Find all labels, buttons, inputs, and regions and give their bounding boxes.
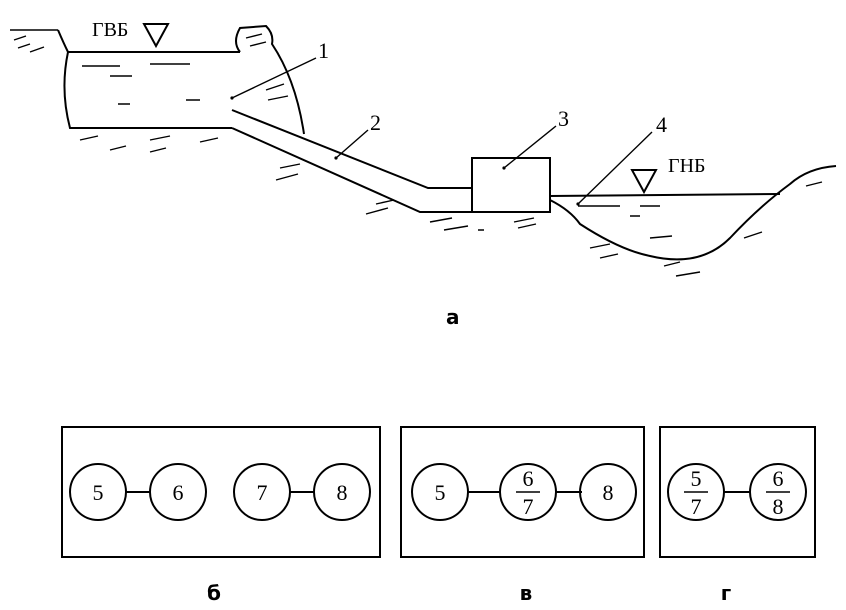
node-6-label: 6 [523, 466, 534, 491]
caption-a: а [446, 305, 460, 329]
node-6-label: 6 [773, 466, 784, 491]
powerhouse-building [471, 157, 551, 213]
left-bank-hatch [10, 29, 58, 53]
scheme-g: 5 7 6 8 г [659, 426, 816, 605]
node-7 [233, 463, 291, 521]
node-7-label: 7 [691, 494, 702, 519]
callout-1: 1 [318, 38, 329, 63]
callout-leaders [231, 57, 653, 205]
node-5 [69, 463, 127, 521]
node-5-7 [667, 463, 725, 521]
node-6-label: 6 [173, 480, 184, 505]
node-7-label: 7 [523, 494, 534, 519]
lower-water-level-marker: ГНБ [630, 155, 706, 195]
dam-intake [235, 24, 305, 135]
caption-v: в [520, 581, 533, 605]
scheme-b: 5 6 7 8 б [61, 426, 381, 605]
node-5-label: 5 [691, 466, 702, 491]
callout-3: 3 [558, 106, 569, 131]
node-8-label: 8 [337, 480, 348, 505]
upper-level-label: ГВБ [92, 19, 128, 41]
upper-reservoir [57, 29, 240, 153]
node-6 [149, 463, 207, 521]
node-6-7 [499, 463, 557, 521]
node-8 [313, 463, 371, 521]
scheme-v: 5 6 7 8 в [400, 426, 645, 605]
node-7-label: 7 [257, 480, 268, 505]
scheme-g-frame [659, 426, 816, 558]
scheme-a: ГВБ ГНБ 1 2 3 4 а [10, 19, 837, 329]
scheme-v-frame [400, 426, 645, 558]
scheme-b-frame [61, 426, 381, 558]
callout-4: 4 [656, 112, 667, 137]
node-8-label: 8 [773, 494, 784, 519]
node-5-label: 5 [435, 480, 446, 505]
node-5-label: 5 [93, 480, 104, 505]
node-8-label: 8 [603, 480, 614, 505]
penstock-pipe [231, 109, 472, 215]
callout-2: 2 [370, 110, 381, 135]
node-5 [411, 463, 469, 521]
caption-b: б [207, 581, 221, 605]
lower-reservoir [549, 165, 837, 277]
caption-g: г [721, 581, 731, 605]
node-6-8 [749, 463, 807, 521]
upper-water-level-marker: ГВБ [92, 19, 170, 49]
lower-level-label: ГНБ [668, 155, 706, 177]
node-8 [579, 463, 637, 521]
